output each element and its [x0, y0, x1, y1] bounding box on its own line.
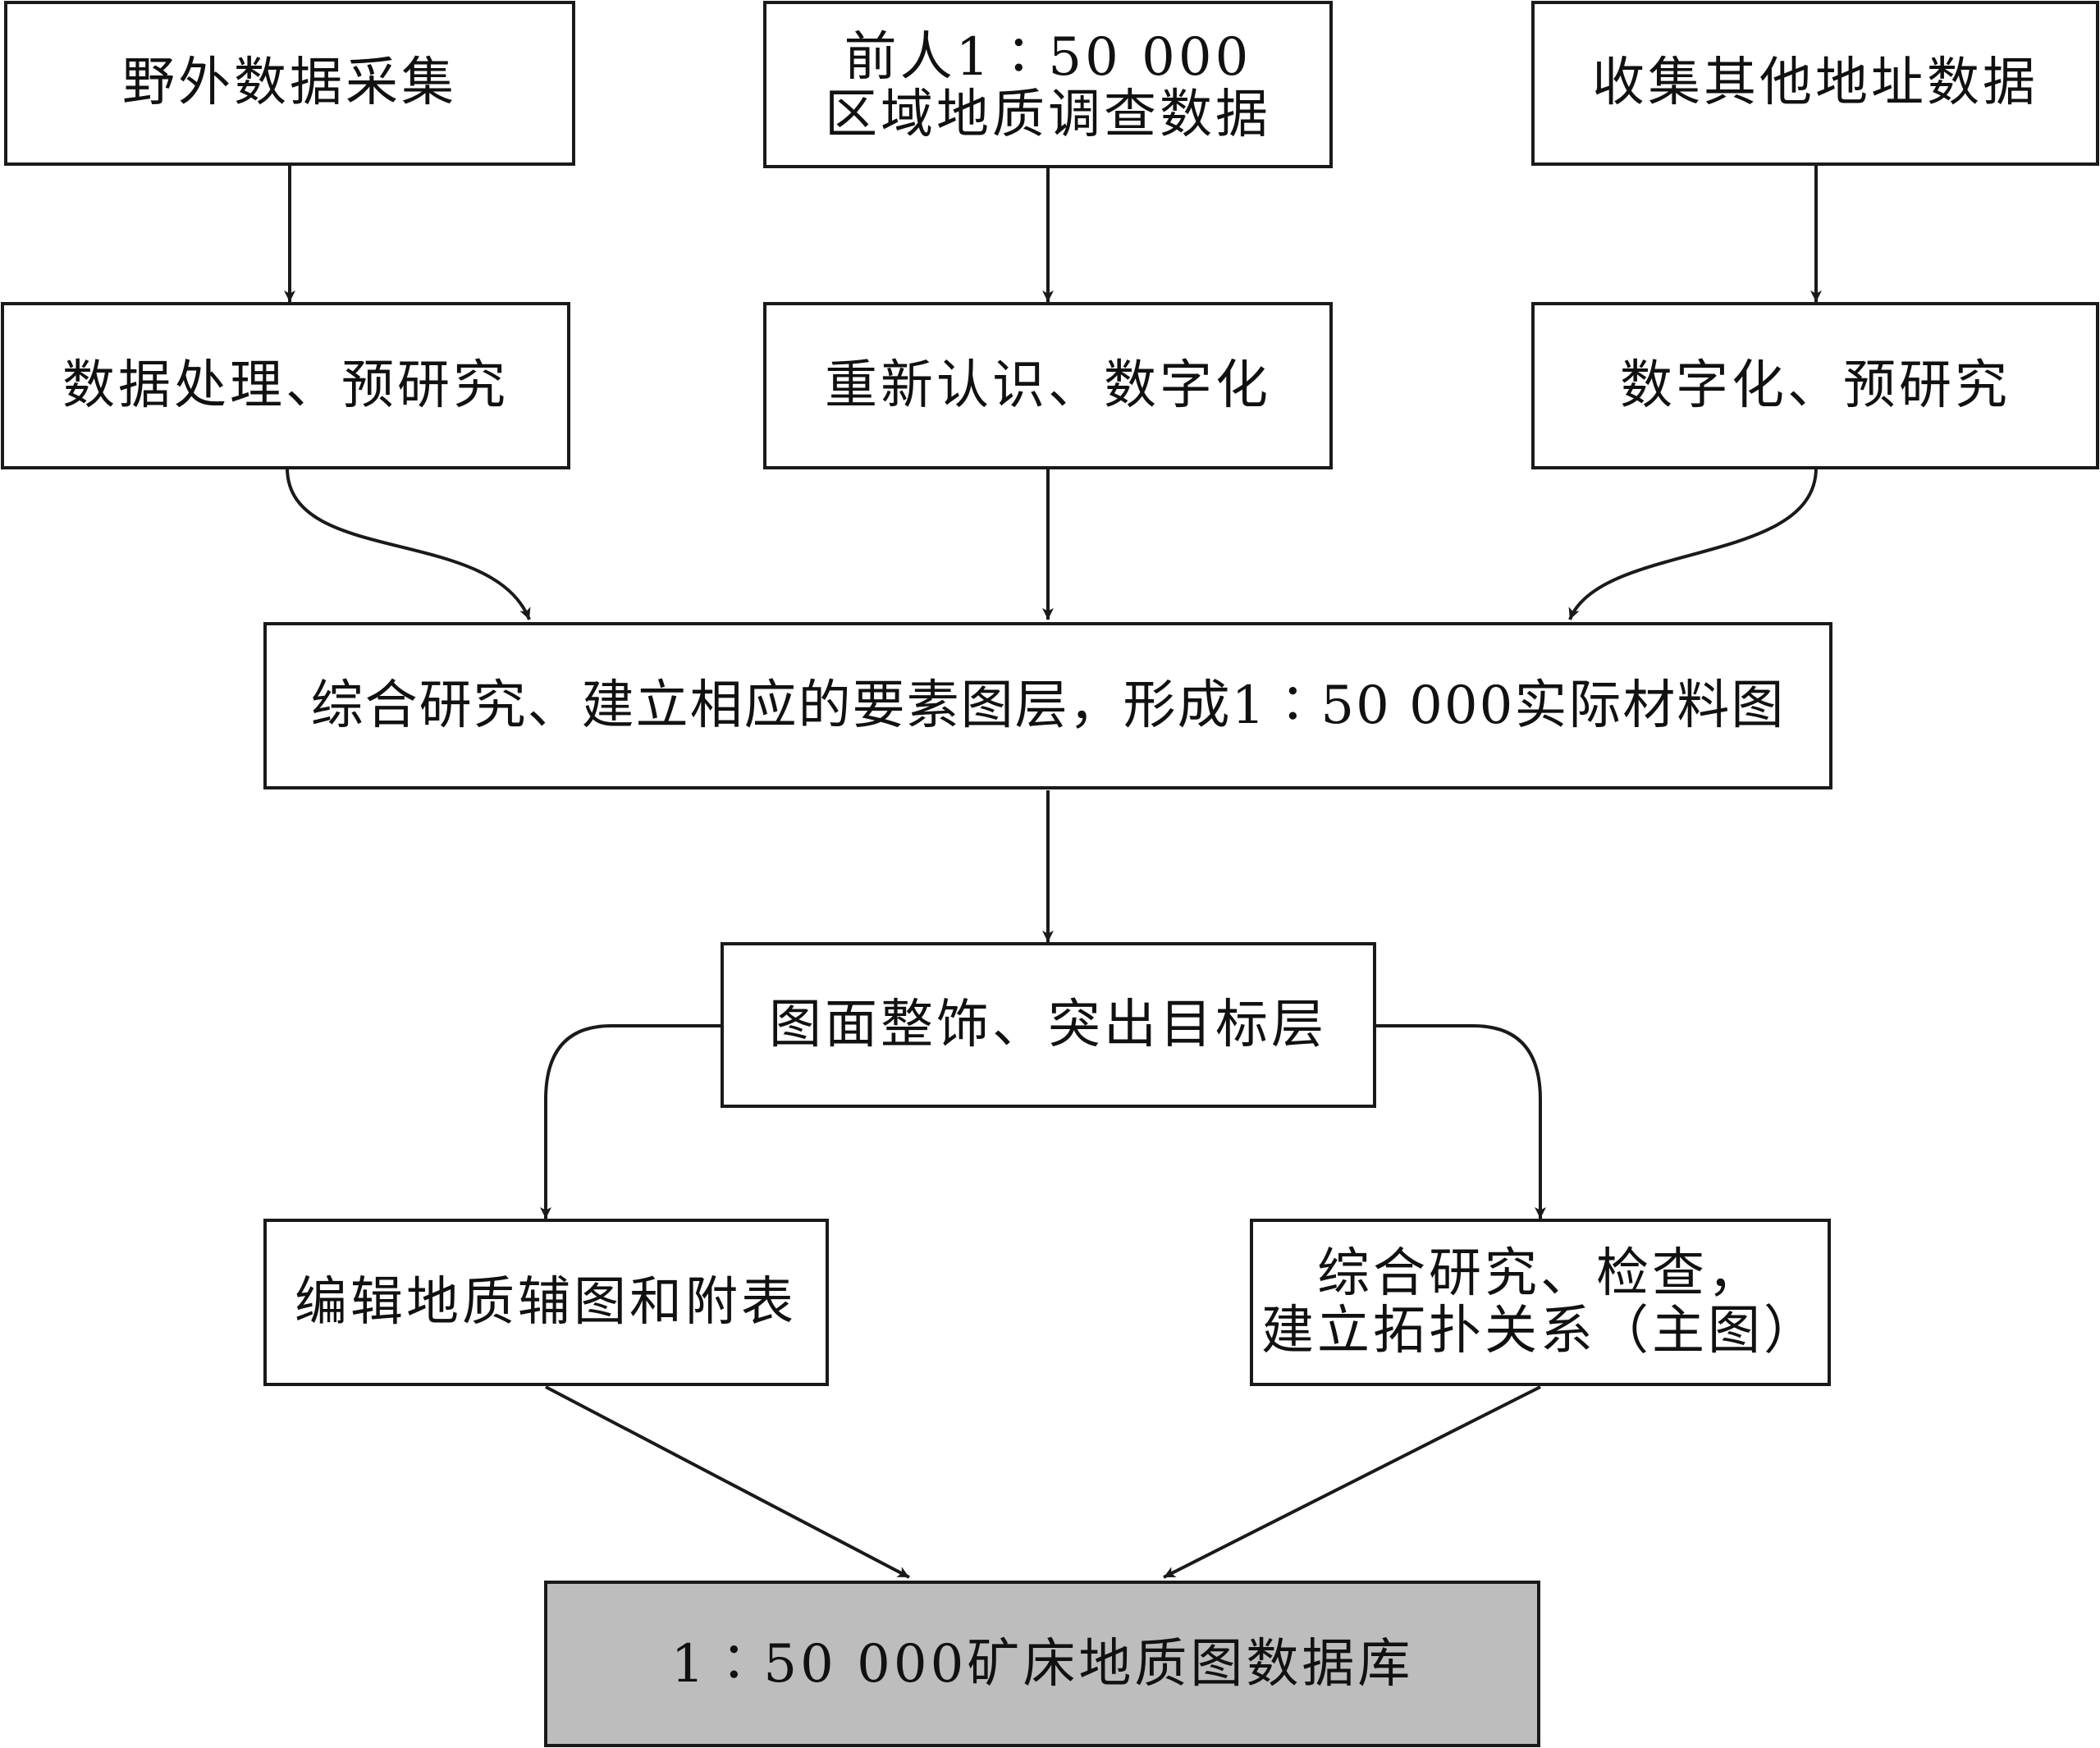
box-digitize: 数字化、预研究: [1531, 302, 2099, 469]
box-label: 编辑地质辅图和附表: [295, 1272, 797, 1333]
edge-topology-to-database: [1163, 1385, 1541, 1579]
box-label: 1∶50 000矿床地质图数据库: [671, 1634, 1414, 1695]
edge-decoration-to-aux: [540, 1024, 721, 1219]
edges: [284, 164, 1822, 1579]
box-label: 重新认识、数字化: [825, 355, 1271, 416]
box-label: 图面整饰、突出目标层: [769, 995, 1327, 1055]
box-integration: 综合研究、建立相应的要素图层，形成1∶50 000实际材料图: [263, 622, 1832, 789]
box-recognition: 重新认识、数字化: [763, 302, 1333, 469]
box-label-line-2: 区域地质调查数据: [825, 85, 1271, 145]
box-label: 数字化、预研究: [1620, 355, 2011, 416]
box-aux-maps: 编辑地质辅图和附表: [263, 1219, 829, 1386]
edge-aux-to-database: [545, 1385, 910, 1579]
box-topology: 综合研究、检查， 建立拓扑关系（主图）: [1250, 1219, 1831, 1386]
box-label: 综合研究、建立相应的要素图层，形成1∶50 000实际材料图: [311, 675, 1786, 736]
box-processing: 数据处理、预研究: [1, 302, 570, 469]
box-database: 1∶50 000矿床地质图数据库: [544, 1581, 1540, 1747]
box-label: 收集其他地址数据: [1592, 53, 2038, 113]
edge-digitize-to-integration: [1568, 467, 1818, 620]
box-label-line-1: 综合研究、检查，: [1317, 1243, 1764, 1304]
box-prior-survey: 前人1∶50 000 区域地质调查数据: [763, 1, 1333, 168]
box-label: 数据处理、预研究: [62, 355, 509, 416]
edge-processing-to-integration: [286, 467, 531, 620]
box-label-line-1: 前人1∶50 000: [844, 27, 1252, 88]
box-decoration: 图面整饰、突出目标层: [721, 942, 1376, 1108]
box-field-collection: 野外数据采集: [4, 1, 575, 166]
box-other-data: 收集其他地址数据: [1531, 1, 2099, 166]
box-label-line-2: 建立拓扑关系（主图）: [1261, 1301, 1819, 1361]
edge-decoration-to-topology: [1375, 1024, 1546, 1219]
box-label: 野外数据采集: [122, 53, 457, 113]
